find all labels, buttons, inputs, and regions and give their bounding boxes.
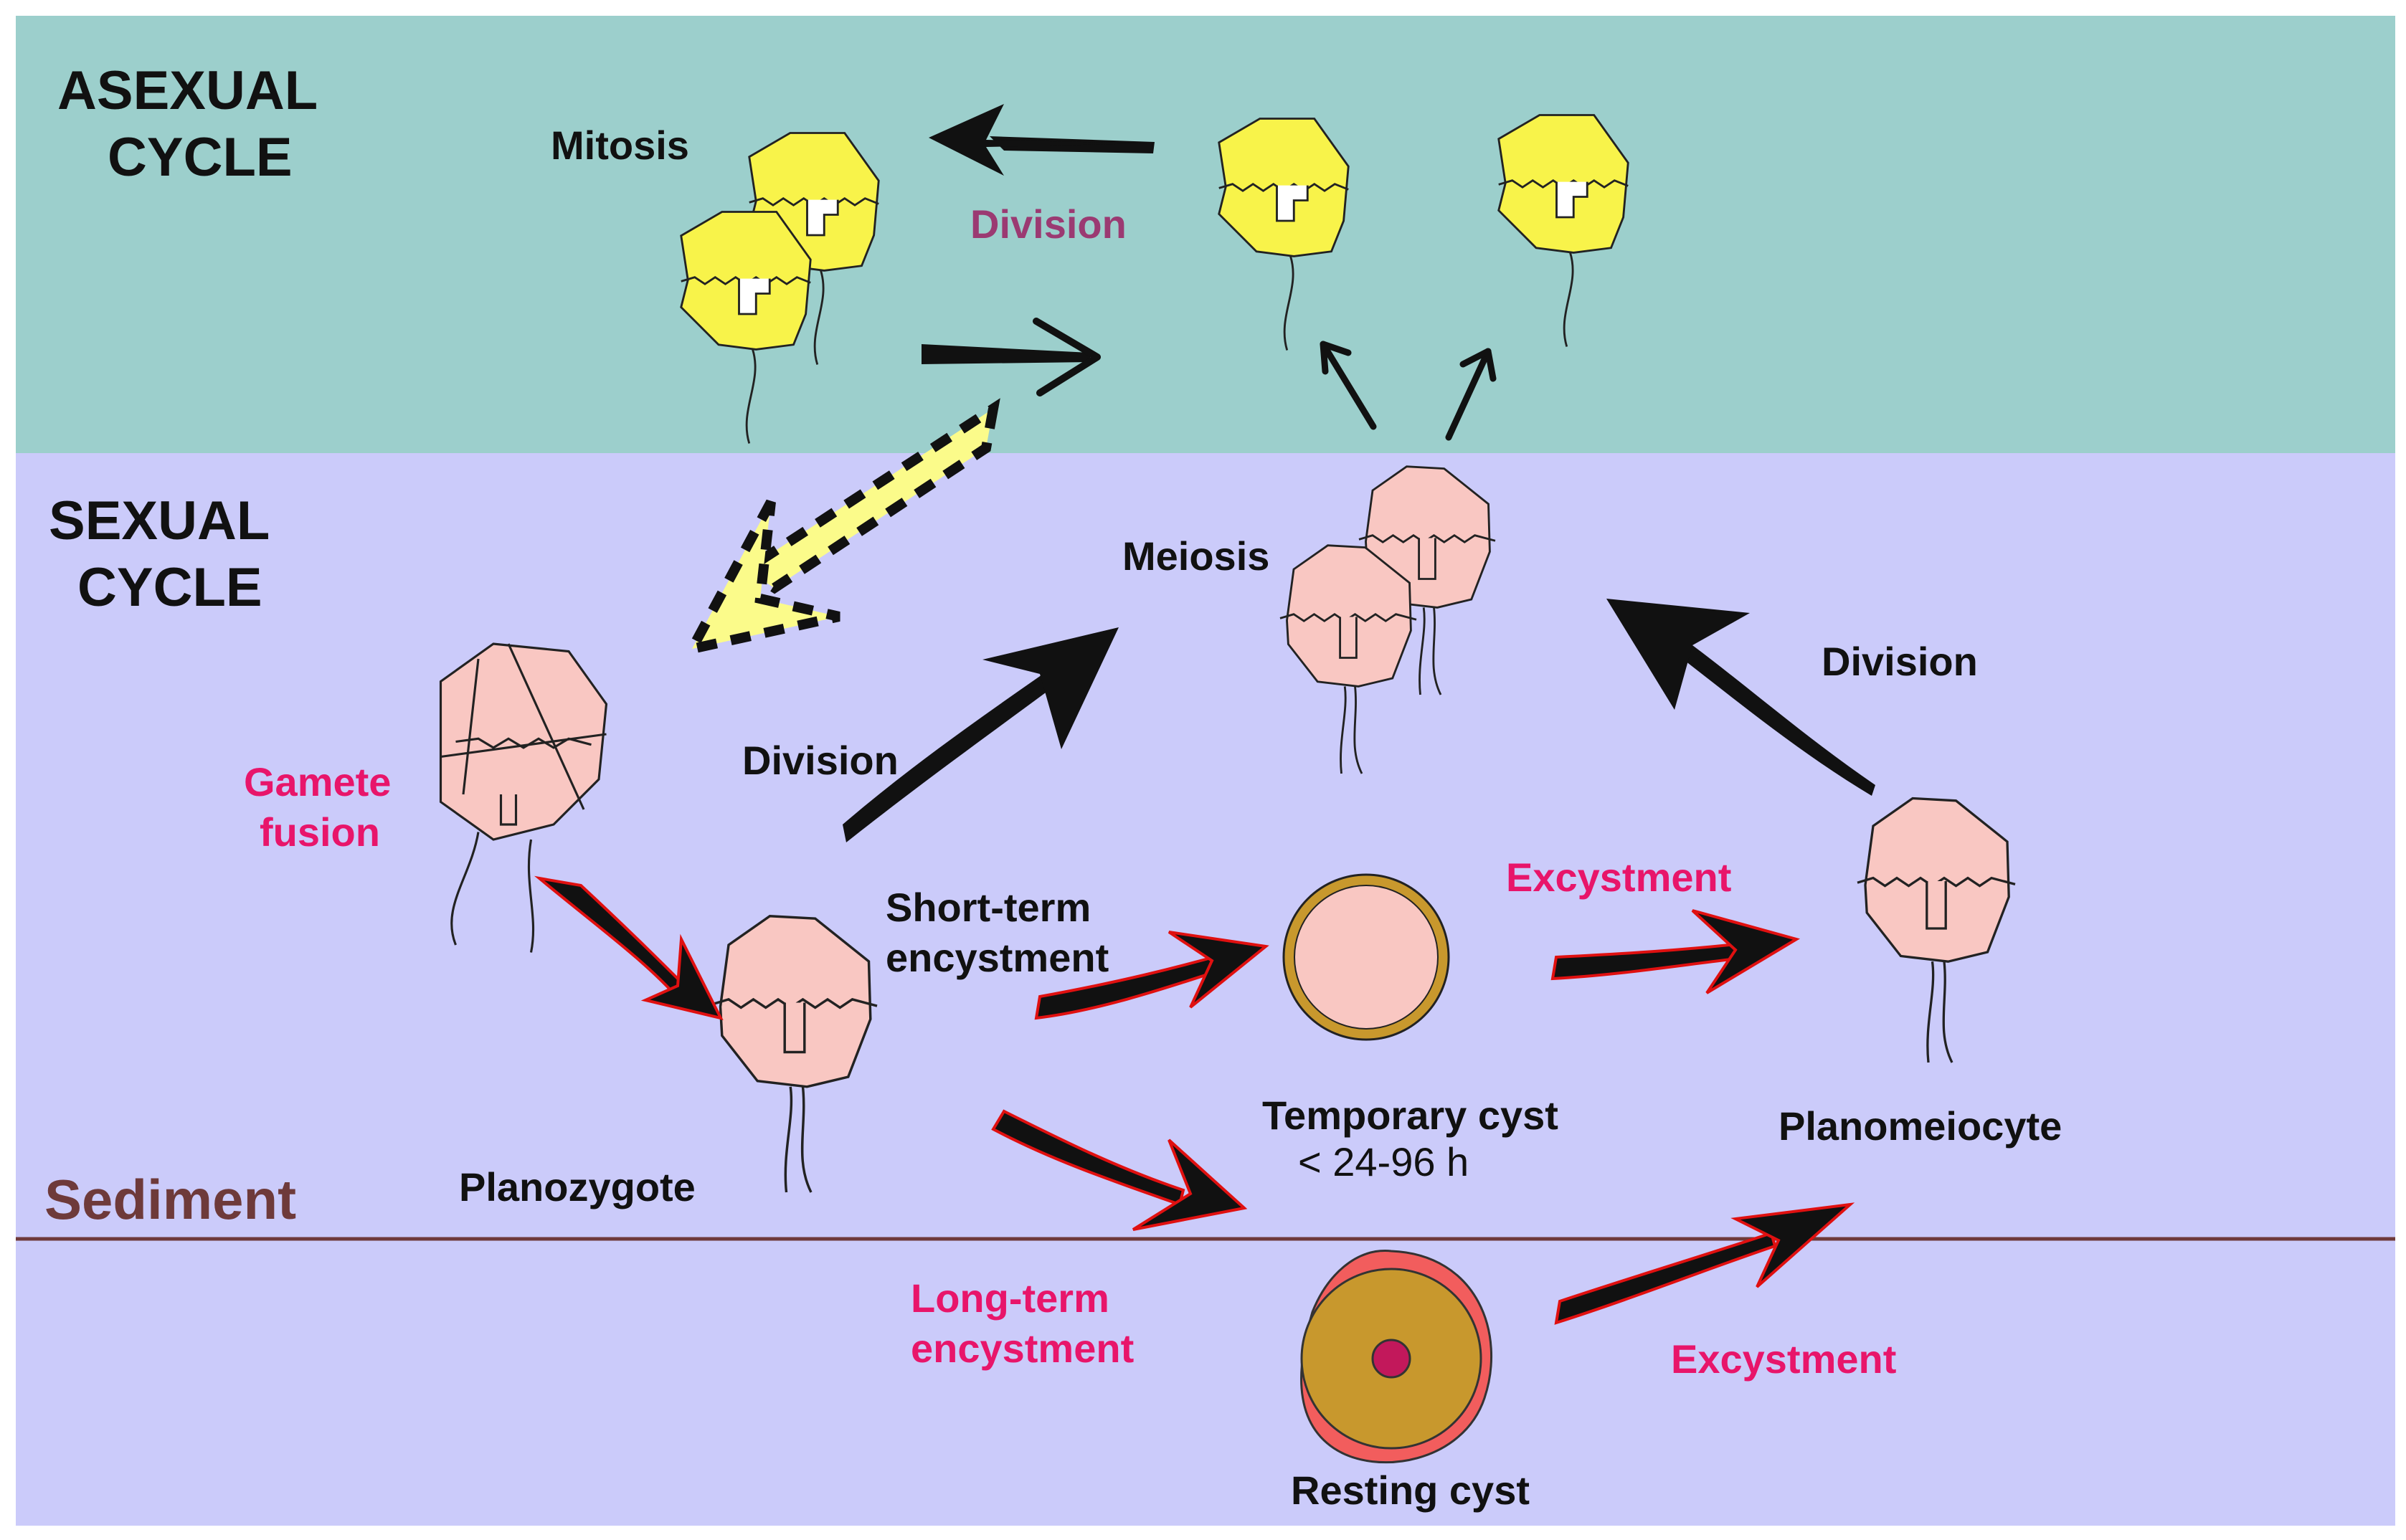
label-short-term-line1: Short-term	[886, 885, 1091, 930]
label-temporary-cyst: Temporary cyst	[1262, 1093, 1558, 1138]
meiosis-to-daughter-arrow-right	[1445, 348, 1497, 441]
meiosis-to-daughter-arrow-left	[1320, 341, 1377, 430]
sexual-title-line1: SEXUAL	[49, 490, 270, 551]
label-division-right: Division	[1822, 639, 1978, 684]
division-arrow-left	[929, 104, 1155, 176]
label-meiosis: Meiosis	[1122, 533, 1269, 579]
label-excystment-bottom: Excystment	[1671, 1336, 1896, 1382]
label-division-left: Division	[742, 738, 899, 783]
gamete-to-planozygote-arrow	[534, 875, 724, 1020]
label-mitosis: Mitosis	[551, 123, 689, 168]
asexual-title-line2: CYCLE	[108, 127, 293, 188]
label-excystment-top: Excystment	[1506, 855, 1731, 900]
label-division-asexual: Division	[970, 201, 1127, 247]
gamete-fusion-cell	[439, 642, 608, 953]
label-planomeiocyte: Planomeiocyte	[1779, 1103, 2062, 1149]
label-planozygote: Planozygote	[459, 1164, 696, 1209]
asexual-band	[16, 16, 2395, 453]
long-term-encystment-arrow	[991, 1109, 1248, 1231]
label-gamete-fusion-line2: fusion	[260, 809, 380, 855]
asexual-title-line1: ASEXUAL	[57, 60, 318, 121]
division-arrow-right	[922, 318, 1101, 396]
label-gamete-fusion-line1: Gamete	[244, 759, 391, 804]
division-to-meiosis-arrow	[843, 627, 1119, 842]
label-long-term-line2: encystment	[911, 1326, 1134, 1371]
sediment-label: Sediment	[44, 1168, 296, 1231]
entry-dashed-arrow	[682, 398, 1000, 657]
temporary-cyst	[1282, 873, 1450, 1041]
label-temporary-cyst-time: < 24-96 h	[1298, 1139, 1469, 1184]
label-resting-cyst: Resting cyst	[1291, 1468, 1530, 1513]
label-short-term-line2: encystment	[886, 935, 1109, 980]
resting-cyst	[1300, 1250, 1493, 1463]
planomeiocyte-to-meiosis-arrow	[1606, 599, 1875, 796]
excystment-bottom-arrow	[1554, 1202, 1855, 1325]
short-term-encystment-arrow	[1034, 931, 1269, 1020]
label-long-term-line1: Long-term	[911, 1275, 1109, 1321]
excystment-top-arrow	[1550, 909, 1801, 994]
sexual-title-line2: CYCLE	[77, 557, 262, 618]
